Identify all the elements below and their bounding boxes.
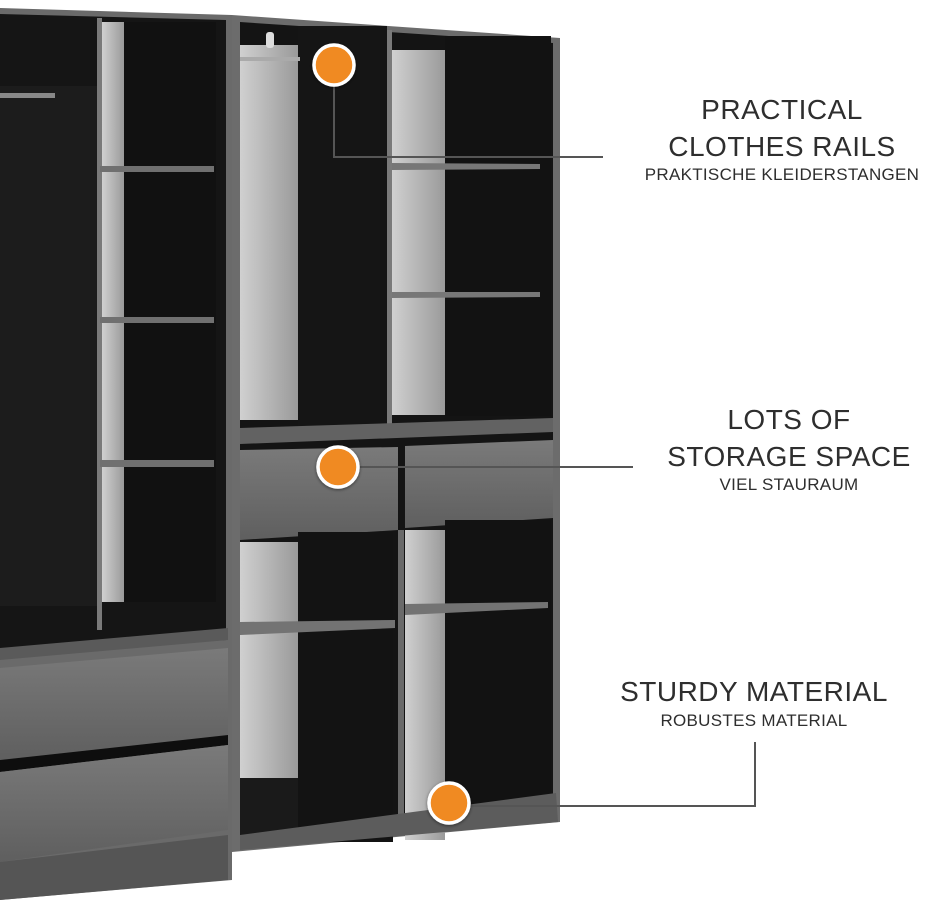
callout-sturdy-material: STURDY MATERIAL ROBUSTES MATERIAL	[620, 676, 888, 730]
drawer	[0, 745, 228, 862]
clothes-rail	[240, 57, 300, 61]
drawer	[405, 440, 553, 528]
drawer	[0, 648, 228, 760]
shelf	[100, 317, 214, 323]
callout-dot-clothes-rails[interactable]	[312, 43, 356, 87]
shelf	[405, 602, 548, 615]
shelf	[240, 620, 395, 635]
callout-title: STURDY MATERIAL	[620, 676, 888, 707]
callout-title: STORAGE SPACE	[667, 441, 911, 472]
callout-title: LOTS OF	[727, 404, 850, 435]
clothes-rail	[0, 93, 55, 98]
shelf	[100, 166, 214, 172]
callout-dot-sturdy-material[interactable]	[427, 781, 471, 825]
callout-title: PRACTICAL	[701, 94, 863, 125]
callout-dot-storage-space[interactable]	[316, 445, 360, 489]
leader-lines	[333, 85, 756, 807]
shelf	[392, 163, 540, 170]
shelf	[392, 292, 540, 298]
callout-title: CLOTHES RAILS	[668, 131, 895, 162]
callout-storage-space: LOTS OF STORAGE SPACE VIEL STAURAUM	[667, 404, 911, 494]
left-wardrobe-unit	[0, 8, 232, 900]
callout-subtitle: VIEL STAURAUM	[720, 475, 859, 494]
callout-subtitle: ROBUSTES MATERIAL	[660, 711, 847, 730]
right-wardrobe-unit	[232, 15, 560, 852]
shelf	[100, 460, 214, 467]
callout-clothes-rails: PRACTICAL CLOTHES RAILS PRAKTISCHE KLEID…	[645, 94, 920, 184]
callout-subtitle: PRAKTISCHE KLEIDERSTANGEN	[645, 165, 920, 184]
